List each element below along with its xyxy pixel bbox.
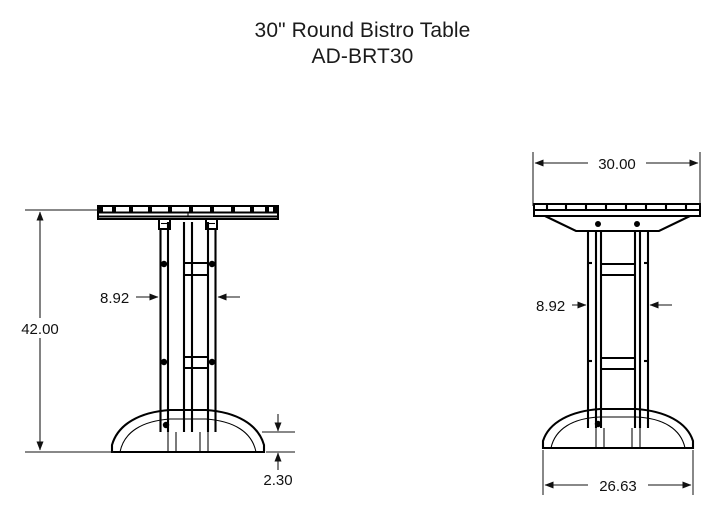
dim-foot-label: 2.30 (263, 472, 292, 489)
dim-right-pedestal-width: 8.92 (532, 296, 672, 315)
left-top-slats (99, 206, 278, 213)
right-base-foot (541, 407, 695, 450)
right-table-top (533, 203, 701, 218)
right-apron (544, 215, 691, 233)
left-view-side-elevation: 42.00 8.92 2.30 (14, 205, 295, 489)
right-top-slats (545, 204, 688, 210)
left-table-top (97, 205, 279, 220)
dim-left-height: 42.00 (14, 209, 114, 453)
dim-left-foot-height: 2.30 (262, 414, 295, 489)
dim-right-top-diameter: 30.00 (532, 152, 701, 206)
dim-right-pedestal-label: 8.92 (536, 298, 565, 315)
dim-top-diameter-label: 30.00 (598, 156, 636, 173)
left-pedestal (159, 222, 217, 432)
dim-right-base-width: 26.63 (542, 450, 694, 495)
right-view-front-elevation: 30.00 8.92 26.63 (532, 152, 701, 495)
left-base-foot (110, 408, 266, 454)
dim-height-label: 42.00 (21, 321, 59, 338)
right-pedestal (586, 231, 650, 428)
left-mounting-brackets (158, 218, 218, 230)
dim-left-pedestal-width: 8.92 (96, 288, 240, 307)
dim-base-width-label: 26.63 (599, 478, 637, 495)
dim-pedestal-label: 8.92 (100, 290, 129, 307)
